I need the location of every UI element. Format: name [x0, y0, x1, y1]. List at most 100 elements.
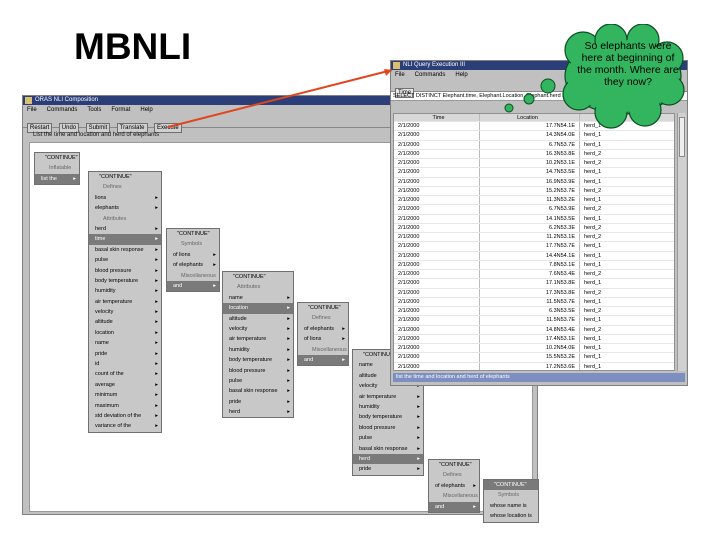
- menu-item-whose-name-is[interactable]: whose name is: [490, 502, 527, 509]
- menu-item-blood-pressure[interactable]: blood pressure: [223, 366, 293, 376]
- menu-item-basal-skin-response[interactable]: basal skin response: [89, 245, 161, 255]
- menu-commands[interactable]: Commands: [414, 72, 446, 78]
- menu-item-count-of-the[interactable]: count of the: [89, 369, 161, 379]
- menu-item-variance[interactable]: variance of the: [89, 421, 161, 431]
- menu-item-herd[interactable]: herd: [223, 407, 293, 417]
- menu-item-air-temperature[interactable]: air temperature: [353, 392, 423, 402]
- menu-item-of-lions[interactable]: of lions: [167, 250, 219, 260]
- menu-tools[interactable]: Tools: [87, 107, 102, 113]
- translate-button[interactable]: Translate: [116, 123, 148, 133]
- menu-item-pride[interactable]: pride: [353, 464, 423, 474]
- menu-item-location[interactable]: location: [223, 303, 293, 314]
- menu-item-basal-skin-response[interactable]: basal skin response: [353, 444, 423, 454]
- menu-file[interactable]: File: [395, 72, 405, 78]
- undo-button[interactable]: Undo: [58, 123, 80, 133]
- menu-item-body-temperature[interactable]: body temperature: [223, 355, 293, 365]
- continue-item[interactable]: "CONTINUE": [177, 231, 210, 237]
- continue-item[interactable]: "CONTINUE": [363, 352, 396, 358]
- menu-item-pride[interactable]: pride: [89, 349, 161, 359]
- query-titlebar[interactable]: NLI Query Execution III: [391, 61, 687, 70]
- menu-item-blood-pressure[interactable]: blood pressure: [353, 423, 423, 433]
- execute-button[interactable]: Execute: [153, 123, 182, 133]
- continue-item[interactable]: "CONTINUE": [439, 462, 472, 468]
- menu-item-name[interactable]: name: [223, 293, 293, 303]
- menu-item-pulse[interactable]: pulse: [89, 255, 161, 265]
- menu-item-herd[interactable]: herd: [89, 224, 161, 234]
- menu-item-id[interactable]: id: [89, 359, 161, 369]
- menu-item-body-temperature[interactable]: body temperature: [89, 276, 161, 286]
- menu-item-pulse[interactable]: pulse: [223, 376, 293, 386]
- menu-item-name[interactable]: name: [89, 338, 161, 348]
- menu-commands[interactable]: Commands: [46, 107, 78, 113]
- menu-item-lions[interactable]: lions: [89, 193, 161, 203]
- menu-item-humidity[interactable]: humidity: [89, 286, 161, 296]
- menu-item-time[interactable]: time: [89, 234, 161, 245]
- vertical-scrollbar[interactable]: [677, 113, 686, 371]
- menu-format[interactable]: Format: [111, 107, 131, 113]
- menu-item-air-temperature[interactable]: air temperature: [223, 334, 293, 344]
- continue-item[interactable]: "CONTINUE": [233, 274, 266, 280]
- continue-item[interactable]: "CONTINUE": [45, 155, 78, 161]
- menu-item-and[interactable]: and: [298, 354, 348, 366]
- menu-item-elephants[interactable]: elephants: [89, 203, 161, 213]
- menu-item-of-elephants[interactable]: of elephants: [429, 481, 479, 491]
- menu-item-velocity[interactable]: velocity: [353, 381, 423, 391]
- menu-item-of-lions[interactable]: of lions: [298, 334, 348, 344]
- menu-item-of-elephants[interactable]: of elephants: [167, 260, 219, 270]
- menu-item-velocity[interactable]: velocity: [89, 307, 161, 317]
- menu-item-blood-pressure[interactable]: blood pressure: [89, 266, 161, 276]
- menu-item-humidity[interactable]: humidity: [223, 345, 293, 355]
- menu-item-and[interactable]: and: [429, 501, 479, 512]
- menu-item-maximum[interactable]: maximum: [89, 401, 161, 411]
- menu-item-whose-location-is[interactable]: whose location is: [490, 513, 532, 520]
- menu-item-humidity[interactable]: humidity: [353, 402, 423, 412]
- menu-item-air-temperature[interactable]: air temperature: [89, 297, 161, 307]
- menu-item-altitude[interactable]: altitude: [223, 314, 293, 324]
- menu-item-altitude[interactable]: altitude: [89, 317, 161, 327]
- menu-item-of-elephants[interactable]: of elephants: [298, 324, 348, 334]
- list-the-item[interactable]: list the: [35, 173, 79, 185]
- menu-item-average[interactable]: average: [89, 380, 161, 390]
- menu-item-basal-skin-response[interactable]: basal skin response: [223, 386, 293, 396]
- submit-button[interactable]: Submit: [85, 123, 111, 133]
- menu-item-velocity[interactable]: velocity: [223, 324, 293, 334]
- menu-file[interactable]: File: [27, 107, 37, 113]
- menu-item-minimum[interactable]: minimum: [89, 390, 161, 400]
- menu-item-and[interactable]: and: [167, 280, 219, 292]
- column-header-location[interactable]: Location: [480, 114, 580, 121]
- restart-button[interactable]: Restart: [27, 123, 53, 133]
- menu-item-std-deviation[interactable]: std deviation of the: [89, 411, 161, 421]
- continue-item[interactable]: "CONTINUE": [99, 174, 132, 180]
- continue-item[interactable]: "CONTINUE": [308, 305, 341, 311]
- column-header-time[interactable]: Time: [394, 114, 480, 121]
- menu-item-location[interactable]: location: [89, 328, 161, 338]
- menu-help[interactable]: Help: [455, 72, 468, 78]
- menu-item-pride[interactable]: pride: [223, 397, 293, 407]
- scroll-thumb[interactable]: [679, 117, 685, 157]
- composition-titlebar[interactable]: ORAS NLI Composition: [23, 96, 537, 105]
